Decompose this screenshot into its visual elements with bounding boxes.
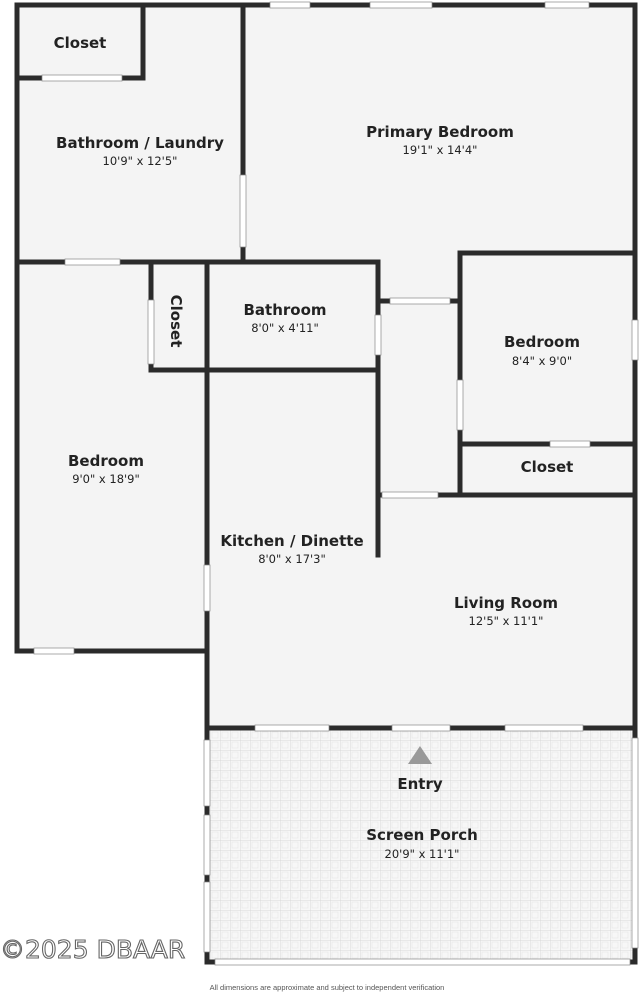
bedroom-left-dim: 9'0" x 18'9" <box>72 472 140 486</box>
living-room-label: Living Room <box>454 594 558 612</box>
bathroom-dim: 8'0" x 4'11" <box>251 321 319 335</box>
bedroom-right-dim: 8'4" x 9'0" <box>512 354 572 368</box>
screen-porch-label: Screen Porch <box>366 826 478 844</box>
primary-bedroom-dim: 19'1" x 14'4" <box>403 143 478 157</box>
entry-label: Entry <box>397 775 442 793</box>
closet-top-label: Closet <box>54 34 107 52</box>
closet-right-label: Closet <box>521 458 574 476</box>
kitchen-dim: 8'0" x 17'3" <box>258 552 326 566</box>
openings <box>33 1 639 966</box>
bedroom-right-label: Bedroom <box>504 333 580 351</box>
kitchen-label: Kitchen / Dinette <box>220 532 363 550</box>
primary-bedroom-label: Primary Bedroom <box>366 123 514 141</box>
living-room-dim: 12'5" x 11'1" <box>469 614 544 628</box>
entry-arrow-icon <box>408 746 432 764</box>
closet-vertical-label: Closet <box>167 295 185 348</box>
bath-laundry-dim: 10'9" x 12'5" <box>103 154 178 168</box>
bedroom-left-label: Bedroom <box>68 452 144 470</box>
bath-laundry-label: Bathroom / Laundry <box>56 134 224 152</box>
watermark: ©2025 DBAAR <box>0 935 185 964</box>
disclaimer: All dimensions are approximate and subje… <box>210 983 445 992</box>
screen-porch-dim: 20'9" x 11'1" <box>385 847 460 861</box>
bathroom-label: Bathroom <box>243 301 326 319</box>
porch-floor <box>207 730 636 962</box>
